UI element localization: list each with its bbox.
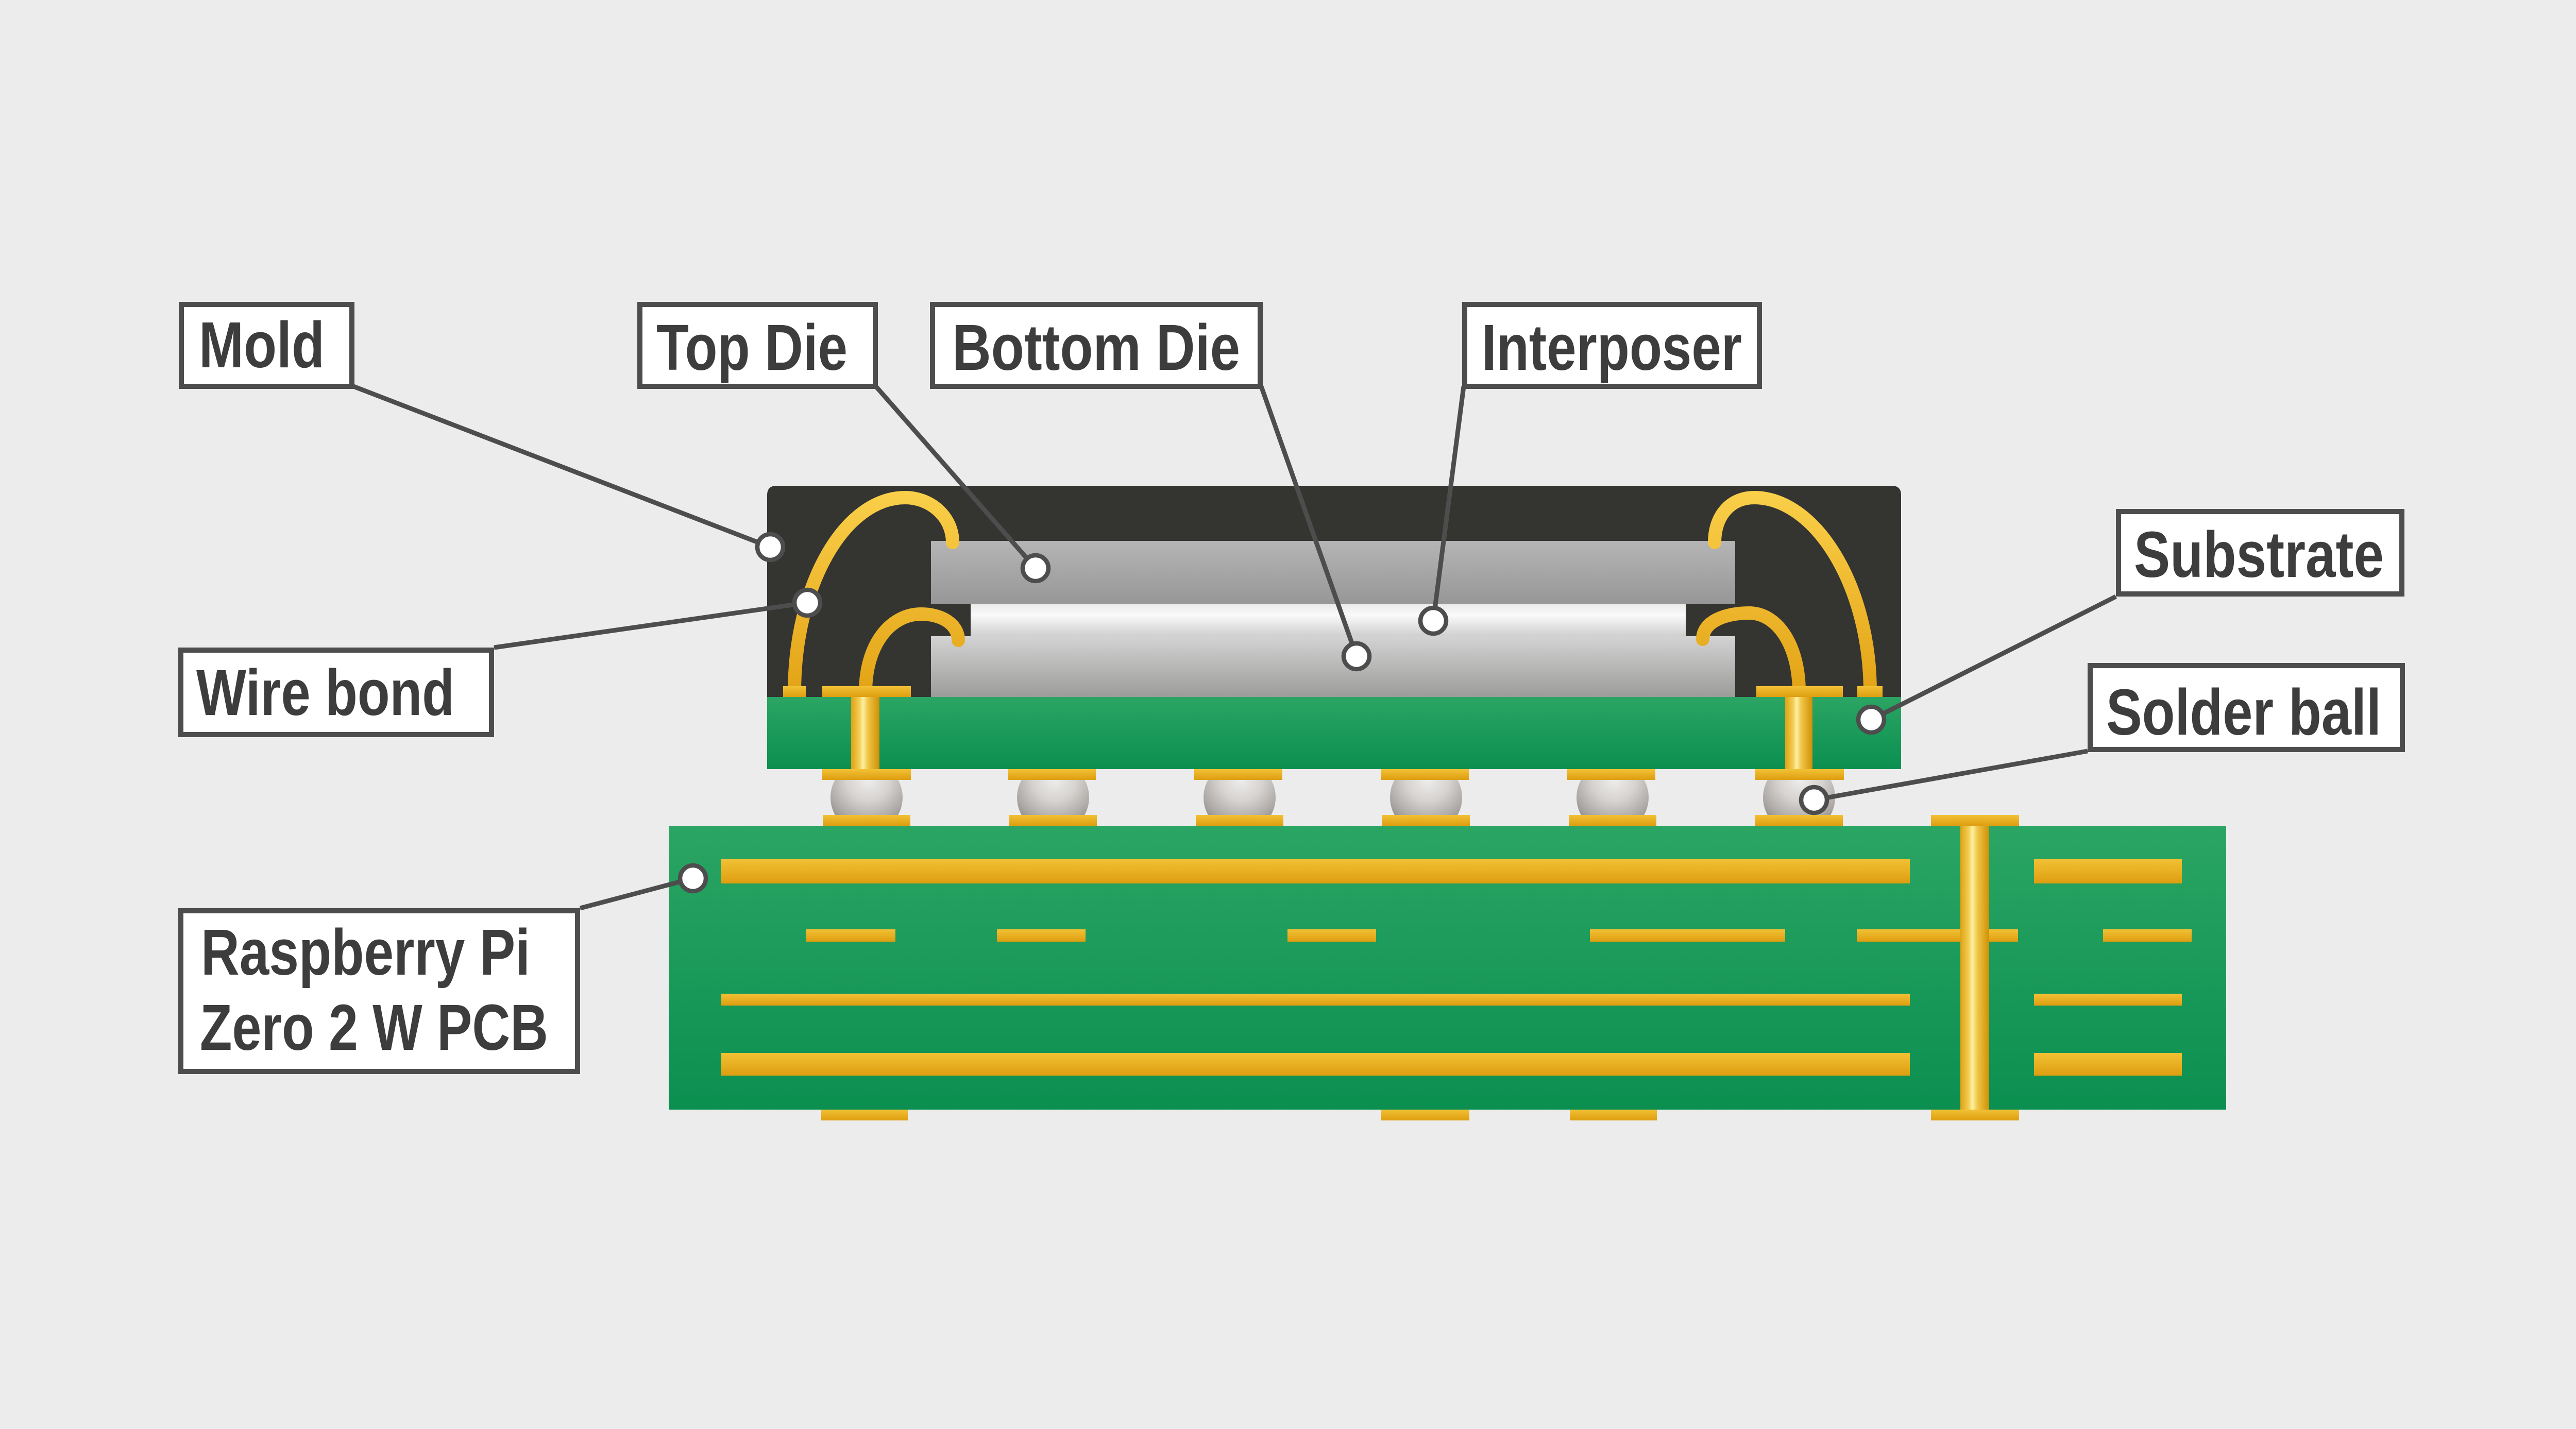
svg-text:Raspberry Pi: Raspberry Pi: [201, 916, 530, 989]
svg-text:Mold: Mold: [199, 309, 325, 381]
svg-text:Solder ball: Solder ball: [2106, 676, 2381, 748]
svg-text:Bottom Die: Bottom Die: [952, 311, 1240, 384]
svg-text:Interposer: Interposer: [1482, 311, 1742, 384]
svg-text:Zero 2 W PCB: Zero 2 W PCB: [200, 991, 548, 1064]
svg-text:Top Die: Top Die: [656, 311, 848, 384]
svg-text:Wire bond: Wire bond: [196, 656, 454, 729]
svg-text:Substrate: Substrate: [2134, 518, 2384, 591]
